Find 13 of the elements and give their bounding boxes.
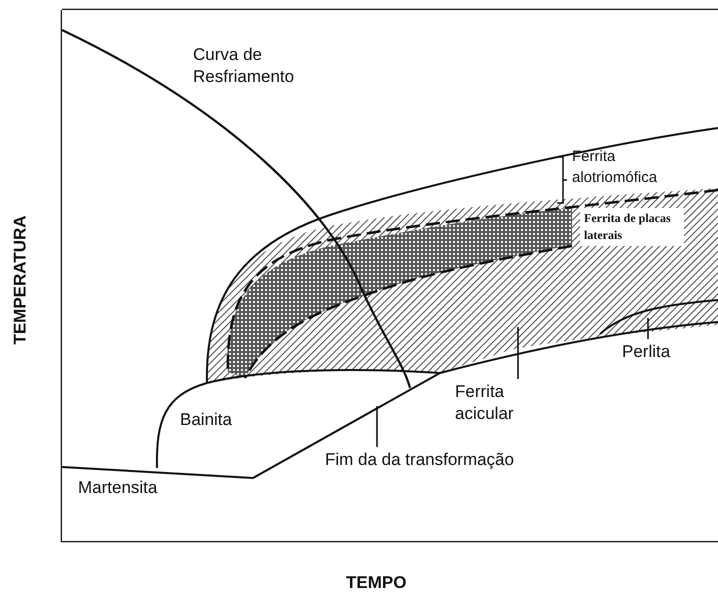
region-label: Fim da da transformação (325, 449, 514, 471)
leader-line (517, 327, 519, 379)
curve-label: Curva de Resfriamento (193, 44, 296, 88)
leader-line (376, 406, 378, 447)
axis-title: TEMPERATURA (9, 215, 30, 345)
region-label: Bainita (180, 409, 232, 431)
region-label: Perlita (622, 341, 670, 363)
region-label: Martensita (78, 477, 158, 499)
region-label: Ferrita alotriomófica (572, 147, 658, 188)
region-label: Ferrita de placas laterais (580, 208, 684, 246)
region-label: Ferrita acicular (455, 381, 535, 425)
leader-line (647, 318, 649, 339)
axis-title: TEMPO (346, 572, 406, 594)
